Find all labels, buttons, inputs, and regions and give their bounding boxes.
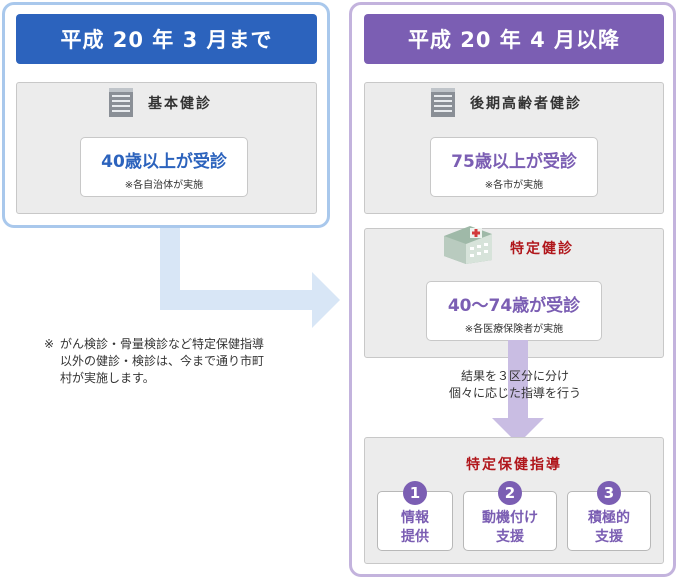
support-label: 支援 bbox=[595, 529, 623, 545]
left-period-header: 平成 20 年 3 月まで bbox=[16, 14, 317, 64]
result-text-line: 結果を３区分に分け bbox=[460, 369, 569, 383]
right-period-header: 平成 20 年 4 月以降 bbox=[364, 14, 664, 64]
footnote: ※ がん検診・骨量検診など特定保健指導 以外の健診・検診は、今まで通り市町 村が… bbox=[44, 336, 304, 387]
number-badge: 1 bbox=[403, 481, 427, 505]
result-text: 結果を３区分に分け 個々に応じた指導を行う bbox=[420, 368, 610, 402]
support-option-3-content: 3 積極的 支援 bbox=[567, 481, 651, 547]
support-option-2-content: 2 動機付け 支援 bbox=[463, 481, 557, 547]
hospital-icon bbox=[444, 226, 492, 264]
number-badge: 2 bbox=[498, 481, 522, 505]
senior-checkup-info: 75歳以上が受診 ※各市が実施 bbox=[430, 137, 598, 197]
down-arrow bbox=[492, 340, 544, 444]
footnote-line: がん検診・骨量検診など特定保健指導 bbox=[60, 337, 265, 351]
footnote-mark: ※ bbox=[44, 337, 55, 351]
building-icon bbox=[109, 88, 133, 117]
specific-checkup-info: 40〜74歳が受診 ※各医療保険者が実施 bbox=[426, 281, 602, 341]
footnote-line: 村が実施します。 bbox=[60, 371, 155, 385]
basic-checkup-title: 基本健診 bbox=[148, 96, 212, 112]
building-icon bbox=[431, 88, 455, 117]
senior-checkup-provider: ※各市が実施 bbox=[484, 180, 544, 191]
specific-checkup-age: 40〜74歳が受診 bbox=[447, 296, 581, 316]
support-label: 提供 bbox=[401, 529, 429, 545]
number-badge: 3 bbox=[597, 481, 621, 505]
support-label: 支援 bbox=[496, 529, 524, 545]
support-label: 情報 bbox=[401, 510, 429, 526]
specific-checkup-provider: ※各医療保険者が実施 bbox=[464, 324, 564, 335]
support-label: 積極的 bbox=[588, 510, 630, 526]
senior-checkup-title: 後期高齢者健診 bbox=[470, 96, 582, 112]
footnote-line: 以外の健診・検診は、今まで通り市町 bbox=[60, 354, 265, 368]
basic-checkup-info: 40歳以上が受診 ※各自治体が実施 bbox=[80, 137, 248, 197]
senior-checkup-age: 75歳以上が受診 bbox=[451, 152, 577, 172]
result-text-line: 個々に応じた指導を行う bbox=[448, 386, 581, 400]
support-label: 動機付け bbox=[482, 510, 538, 526]
basic-checkup-age: 40歳以上が受診 bbox=[101, 152, 227, 172]
guidance-title: 特定保健指導 bbox=[466, 457, 562, 473]
support-option-1-content: 1 情報 提供 bbox=[377, 481, 453, 547]
basic-checkup-provider: ※各自治体が実施 bbox=[124, 180, 204, 191]
specific-checkup-title: 特定健診 bbox=[510, 241, 574, 257]
